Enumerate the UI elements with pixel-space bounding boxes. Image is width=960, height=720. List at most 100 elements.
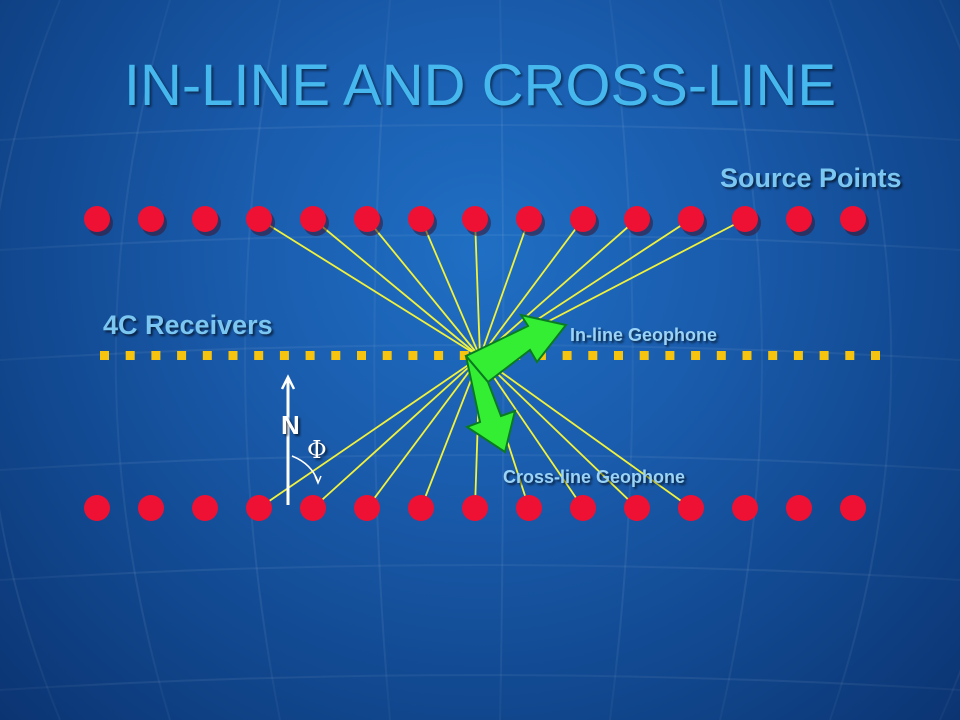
grid-meridian xyxy=(719,0,763,720)
source-point xyxy=(84,495,110,521)
receiver-square xyxy=(151,351,161,360)
receiver-square xyxy=(845,351,855,360)
north-label: N xyxy=(281,410,300,440)
grid-meridian xyxy=(114,0,171,720)
source-point xyxy=(192,206,218,232)
receiver-square xyxy=(562,351,572,360)
source-point xyxy=(246,495,272,521)
source-points-bottom xyxy=(84,495,866,521)
receiver-square xyxy=(125,351,135,360)
source-point xyxy=(624,206,650,232)
grid-meridian xyxy=(829,0,893,720)
source-point xyxy=(516,495,542,521)
grid-meridian xyxy=(244,0,281,720)
ray-top xyxy=(420,218,481,358)
inline-geophone-label: In-line Geophone xyxy=(570,325,717,345)
receiver-square xyxy=(459,351,469,360)
north-arrow xyxy=(280,374,322,505)
source-point xyxy=(300,495,326,521)
receivers-label: 4C Receivers xyxy=(103,310,273,340)
crossline-geophone-arrow xyxy=(464,355,517,454)
receiver-square xyxy=(228,351,238,360)
crossline-geophone-label: Cross-line Geophone xyxy=(503,467,686,487)
source-point xyxy=(570,495,596,521)
source-point xyxy=(192,495,218,521)
source-point xyxy=(408,495,434,521)
ray-bottom xyxy=(479,356,692,509)
source-point xyxy=(624,495,650,521)
grid-parallel xyxy=(0,124,960,141)
source-point xyxy=(300,206,326,232)
receiver-square xyxy=(100,351,109,360)
inline-geophone-arrow xyxy=(464,313,568,384)
geophone-arrows xyxy=(464,313,568,454)
ray-top xyxy=(474,218,481,358)
ray-bottom xyxy=(479,356,584,509)
grid-parallel xyxy=(0,454,960,471)
source-points-label: Source Points xyxy=(720,163,902,193)
receiver-square xyxy=(408,351,418,360)
receiver-square xyxy=(434,351,444,360)
source-point xyxy=(786,206,812,232)
source-point xyxy=(246,206,272,232)
source-point xyxy=(138,206,164,232)
receiver-square xyxy=(742,351,752,360)
source-point xyxy=(84,206,110,232)
source-point xyxy=(516,206,542,232)
receiver-square xyxy=(819,351,829,360)
source-point xyxy=(138,495,164,521)
receiver-square xyxy=(331,351,341,360)
receiver-square xyxy=(202,351,212,360)
source-point xyxy=(678,495,704,521)
grid-parallel xyxy=(0,674,960,691)
grid-parallel xyxy=(0,234,960,251)
source-point xyxy=(840,495,866,521)
ray-bottom xyxy=(366,356,481,509)
ray-top xyxy=(479,218,638,358)
ray-top xyxy=(479,218,530,358)
receiver-square xyxy=(871,351,880,360)
receiver-line xyxy=(100,351,880,360)
source-point xyxy=(570,206,596,232)
source-point xyxy=(732,206,758,232)
receiver-square xyxy=(177,351,187,360)
grid-meridian xyxy=(0,0,61,720)
source-point xyxy=(678,206,704,232)
grid-parallel xyxy=(0,564,960,581)
ray-bottom xyxy=(312,356,481,509)
ray-top xyxy=(258,218,481,358)
receiver-square xyxy=(614,351,623,360)
ray-top xyxy=(366,218,481,358)
receiver-square xyxy=(793,351,803,360)
source-point xyxy=(786,495,812,521)
source-point xyxy=(462,495,488,521)
receiver-square xyxy=(639,351,649,360)
source-point xyxy=(354,495,380,521)
receiver-square xyxy=(691,351,701,360)
ray-bottom xyxy=(420,356,481,509)
receiver-square xyxy=(665,351,675,360)
receiver-square xyxy=(768,351,778,360)
page-title: IN-LINE AND CROSS-LINE xyxy=(123,53,837,118)
source-point xyxy=(462,206,488,232)
receiver-square xyxy=(357,351,366,360)
receiver-square xyxy=(279,351,289,360)
source-point xyxy=(408,206,434,232)
source-point xyxy=(732,495,758,521)
source-point xyxy=(840,206,866,232)
receiver-square xyxy=(305,351,315,360)
receiver-square xyxy=(716,351,726,360)
ray-top xyxy=(312,218,481,358)
grid-meridian xyxy=(609,0,634,720)
receiver-square xyxy=(254,351,264,360)
receiver-square xyxy=(588,351,598,360)
azimuth-symbol: Φ xyxy=(307,436,327,464)
ray-bottom xyxy=(258,356,481,509)
grid-meridian xyxy=(373,0,391,720)
ray-top xyxy=(479,218,584,358)
source-points-top xyxy=(84,206,869,236)
receiver-square xyxy=(382,351,392,360)
ray-bottom xyxy=(479,356,638,509)
